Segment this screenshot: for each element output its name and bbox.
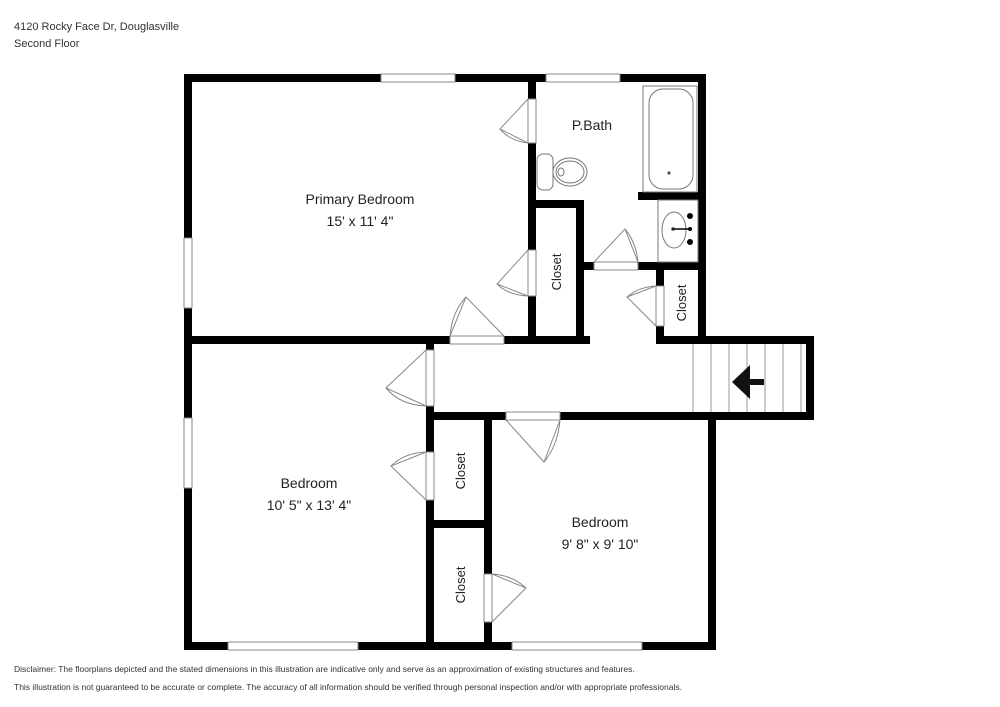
toilet bbox=[536, 153, 588, 191]
disclaimer-line-2: This illustration is not guaranteed to b… bbox=[14, 682, 682, 692]
bathtub bbox=[642, 85, 698, 193]
bedroom-2-dimensions: 10' 5" x 13' 4" bbox=[267, 497, 352, 513]
floor-label: Second Floor bbox=[14, 38, 80, 50]
arrow-left-icon bbox=[732, 365, 764, 399]
closet-primary-label: Closet bbox=[549, 253, 564, 290]
windows bbox=[183, 73, 643, 651]
primary-bedroom-name: Primary Bedroom bbox=[306, 191, 415, 207]
sink bbox=[657, 199, 699, 263]
disclaimer-line-1: Disclaimer: The floorplans depicted and … bbox=[14, 664, 635, 674]
primary-bedroom-dimensions: 15' x 11' 4" bbox=[327, 213, 394, 229]
closet-hall-label: Closet bbox=[674, 284, 689, 321]
doors bbox=[385, 98, 665, 623]
walls bbox=[184, 74, 814, 650]
bedroom-3-name: Bedroom bbox=[572, 514, 629, 530]
closet-bed3-label: Closet bbox=[453, 566, 468, 603]
primary-bath-name: P.Bath bbox=[572, 117, 612, 133]
property-address: 4120 Rocky Face Dr, Douglasville bbox=[14, 21, 180, 33]
bedroom-3-dimensions: 9' 8" x 9' 10" bbox=[562, 536, 639, 552]
bedroom-2-name: Bedroom bbox=[281, 475, 338, 491]
closet-bed2-label: Closet bbox=[453, 452, 468, 489]
